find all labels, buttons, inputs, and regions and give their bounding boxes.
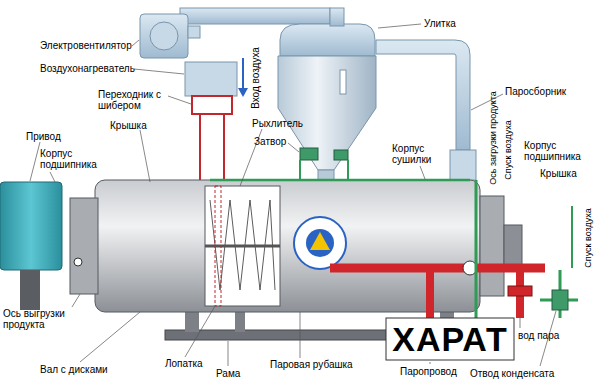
part-label: вод пара <box>518 330 559 341</box>
part-label: Ось загрузки продукта <box>488 91 498 185</box>
watermark: ХАРАТ <box>392 321 508 358</box>
part-label: Крышка <box>540 168 577 179</box>
part-label: Паропровод <box>400 366 457 377</box>
part-label: Корпус сушилки <box>392 143 452 165</box>
part-label: Спуск воздуха <box>583 208 593 267</box>
part-label: Лопатка <box>165 358 203 369</box>
part-label: Спуск воздуха <box>503 120 513 179</box>
part-label: Затвор <box>254 136 286 147</box>
part-label: Привод <box>26 131 61 142</box>
part-label: Ось выгрузки продукта <box>3 308 83 330</box>
part-label: Корпус подшипника <box>40 148 110 170</box>
part-label: Рыхлитель <box>252 118 303 129</box>
part-label: Крышка <box>110 120 147 131</box>
part-label: Улитка <box>424 18 456 29</box>
part-label: Паровая рубашка <box>270 359 353 370</box>
part-label: Корпус подшипника <box>524 140 590 162</box>
part-label: Паросборник <box>505 86 566 97</box>
part-label: Вход воздуха <box>250 47 261 109</box>
part-label: Вал с дисками <box>40 364 108 375</box>
part-label: Электровентилятор <box>40 40 132 51</box>
part-label: Воздухонагреватель <box>40 63 135 74</box>
part-label: Отвод конденсата <box>470 368 554 379</box>
part-label: Переходник с шибером <box>98 89 170 111</box>
part-label: Рама <box>216 368 240 379</box>
